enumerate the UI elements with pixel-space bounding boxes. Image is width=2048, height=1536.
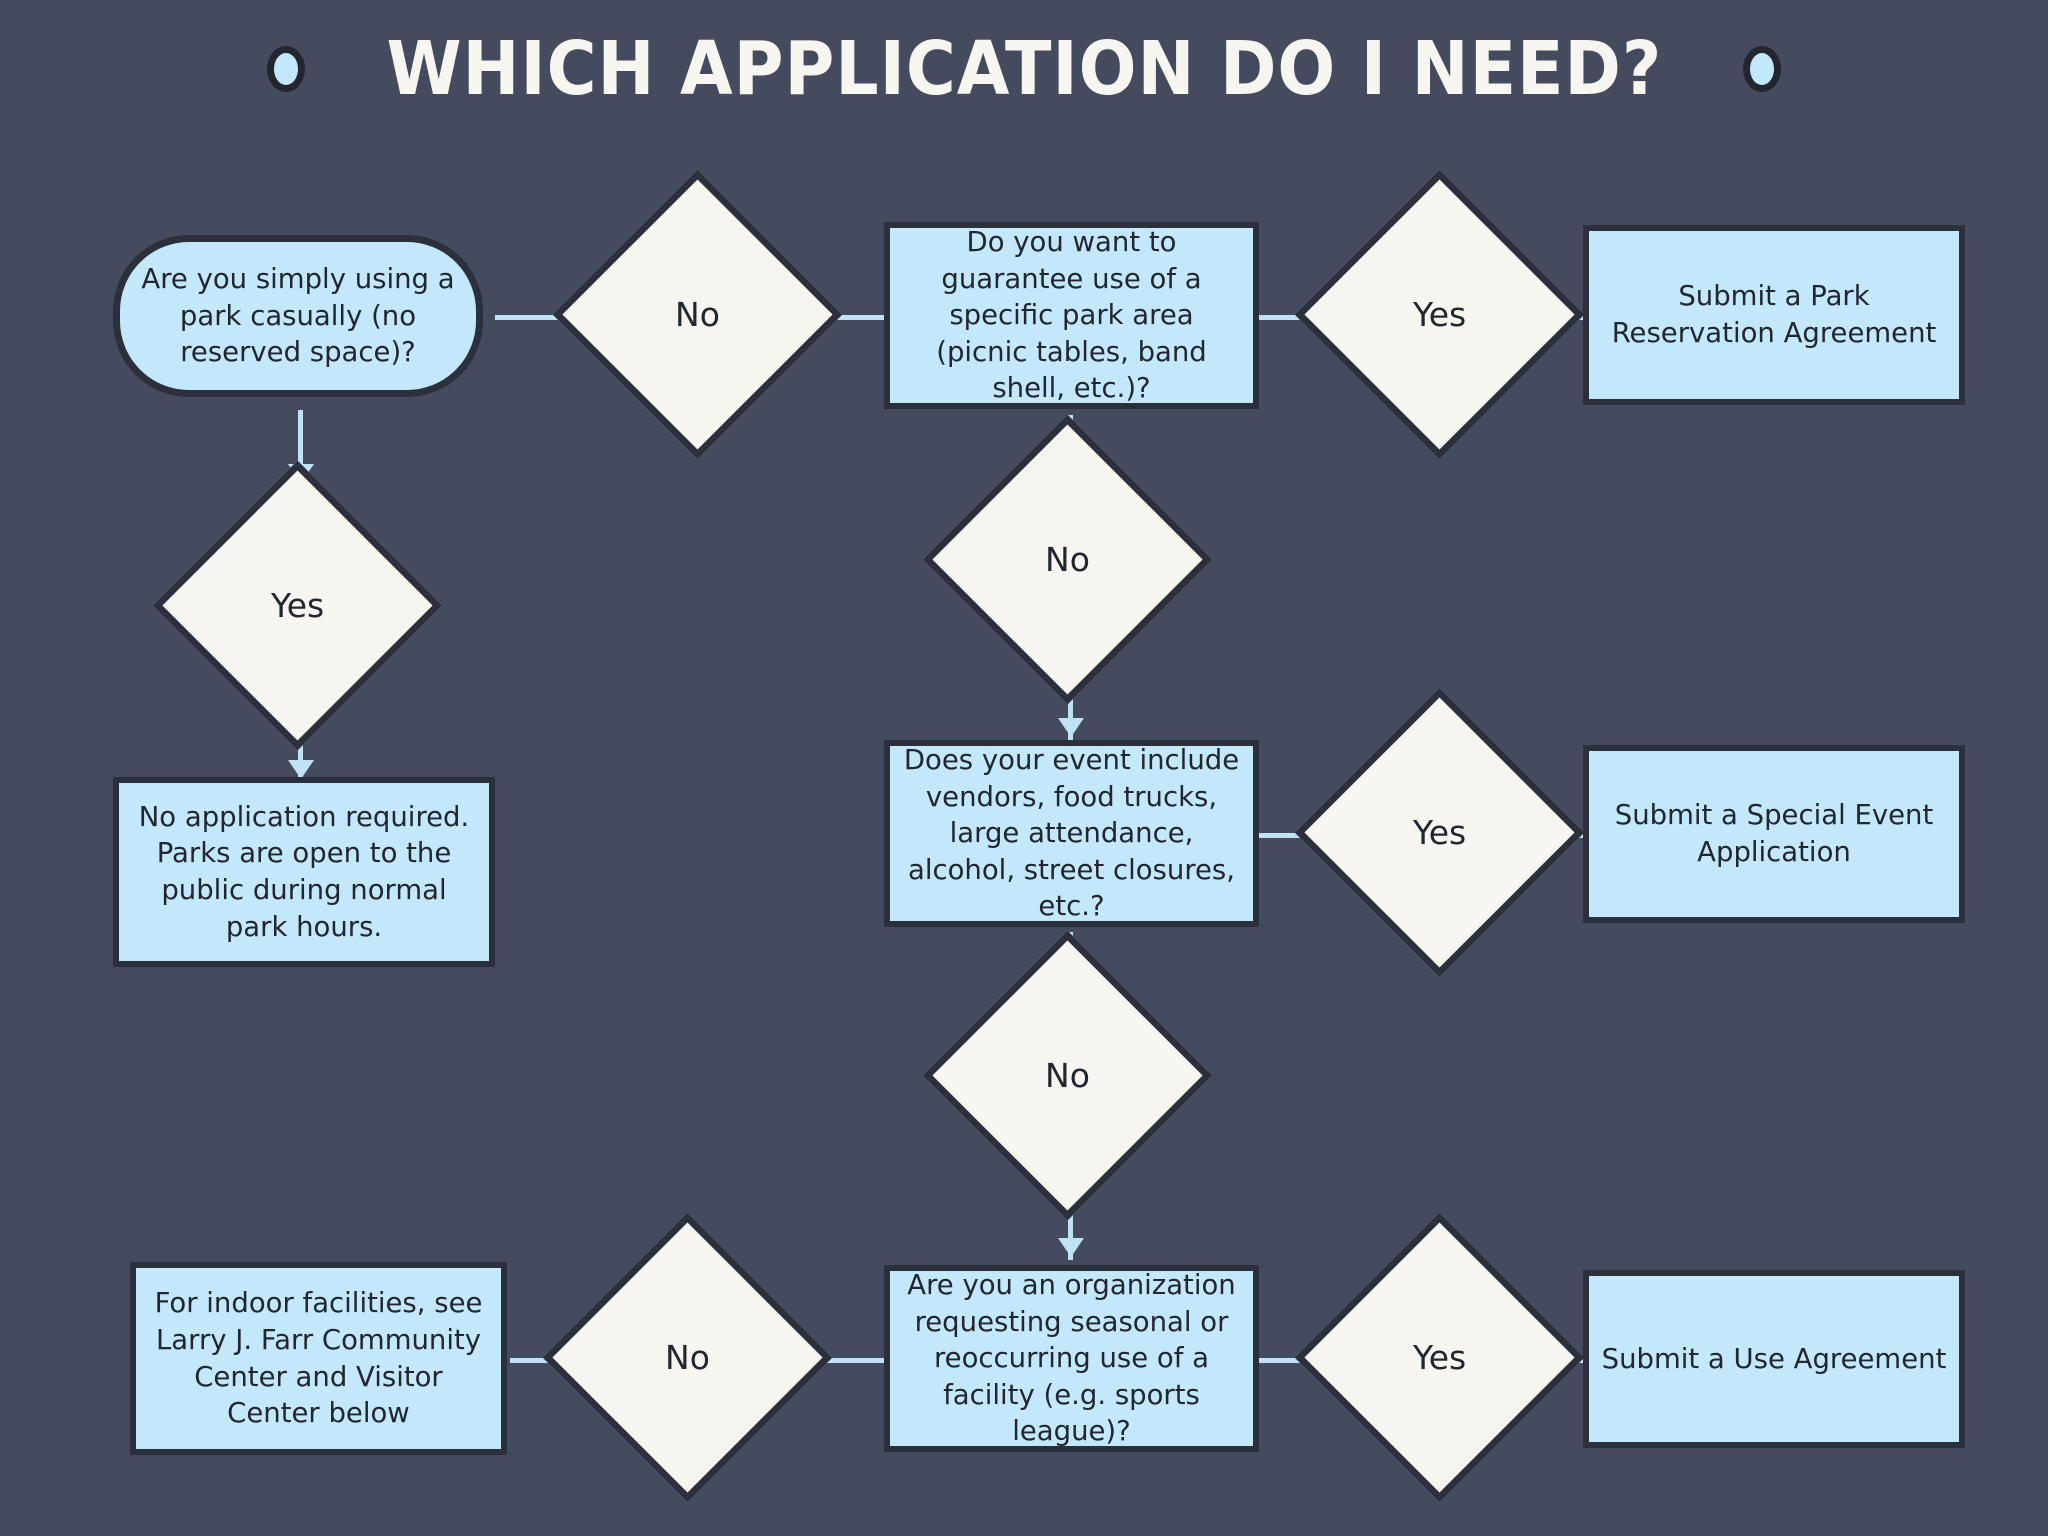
result-use-agreement[interactable]: Submit a Use Agreement (1583, 1270, 1965, 1448)
title-text: WHICH APPLICATION DO I NEED? (386, 26, 1662, 112)
result-park-reservation-agreement[interactable]: Submit a Park Reservation Agreement (1583, 225, 1965, 405)
decision-casual-no-label: No (675, 294, 720, 334)
decision-org-yes[interactable]: Yes (1294, 1212, 1585, 1503)
decision-event-yes-label: Yes (1412, 813, 1467, 852)
page-title: WHICH APPLICATION DO I NEED? (0, 26, 2048, 112)
title-left-circle-icon (266, 46, 305, 92)
decision-casual-yes-label: Yes (270, 586, 325, 625)
node-question-event-includes[interactable]: Does your event include vendors, food tr… (884, 740, 1259, 927)
connector-q1-to-no (495, 315, 595, 320)
node-question-guarantee-area[interactable]: Do you want to guarantee use of a specif… (884, 222, 1259, 409)
result-special-event-application[interactable]: Submit a Special Event Application (1583, 745, 1965, 923)
connector-no-to-q2 (795, 315, 885, 320)
decision-casual-no[interactable]: No (552, 169, 843, 460)
result-indoor-facilities-label: For indoor facilities, see Larry J. Farr… (154, 1287, 483, 1430)
arrowhead-no3-to-q4 (1058, 1238, 1084, 1257)
result-special-event-application-label: Submit a Special Event Application (1614, 799, 1934, 868)
result-park-reservation-agreement-label: Submit a Park Reservation Agreement (1611, 280, 1937, 349)
result-use-agreement-label: Submit a Use Agreement (1601, 1342, 1947, 1375)
result-indoor-facilities[interactable]: For indoor facilities, see Larry J. Farr… (130, 1262, 507, 1455)
node-question-guarantee-area-label: Do you want to guarantee use of a specif… (936, 226, 1207, 405)
result-no-application-required[interactable]: No application required. Parks are open … (113, 777, 495, 967)
connector-q1-to-yes (298, 410, 303, 480)
decision-org-yes-label: Yes (1412, 1338, 1467, 1377)
decision-event-no[interactable]: No (922, 930, 1213, 1221)
node-question-casual-use[interactable]: Are you simply using a park casually (no… (113, 235, 483, 397)
node-question-organization-label: Are you an organization requesting seaso… (907, 1269, 1236, 1448)
node-question-organization[interactable]: Are you an organization requesting seaso… (884, 1265, 1259, 1452)
decision-org-no-label: No (665, 1337, 710, 1377)
title-right-circle-icon (1743, 46, 1782, 92)
decision-casual-yes[interactable]: Yes (152, 460, 443, 751)
decision-guarantee-no-label: No (1045, 539, 1090, 579)
decision-guarantee-yes[interactable]: Yes (1294, 169, 1585, 460)
node-question-event-includes-label: Does your event include vendors, food tr… (903, 744, 1240, 923)
node-question-casual-use-label: Are you simply using a park casually (no… (141, 263, 455, 369)
decision-guarantee-yes-label: Yes (1412, 295, 1467, 334)
result-no-application-required-label: No application required. Parks are open … (138, 800, 470, 943)
arrowhead-yes-to-r1 (288, 760, 314, 779)
arrowhead-no-to-q3 (1058, 718, 1084, 737)
decision-org-no[interactable]: No (542, 1212, 833, 1503)
decision-event-yes[interactable]: Yes (1294, 687, 1585, 978)
decision-event-no-label: No (1045, 1055, 1090, 1095)
decision-guarantee-no[interactable]: No (922, 414, 1213, 705)
